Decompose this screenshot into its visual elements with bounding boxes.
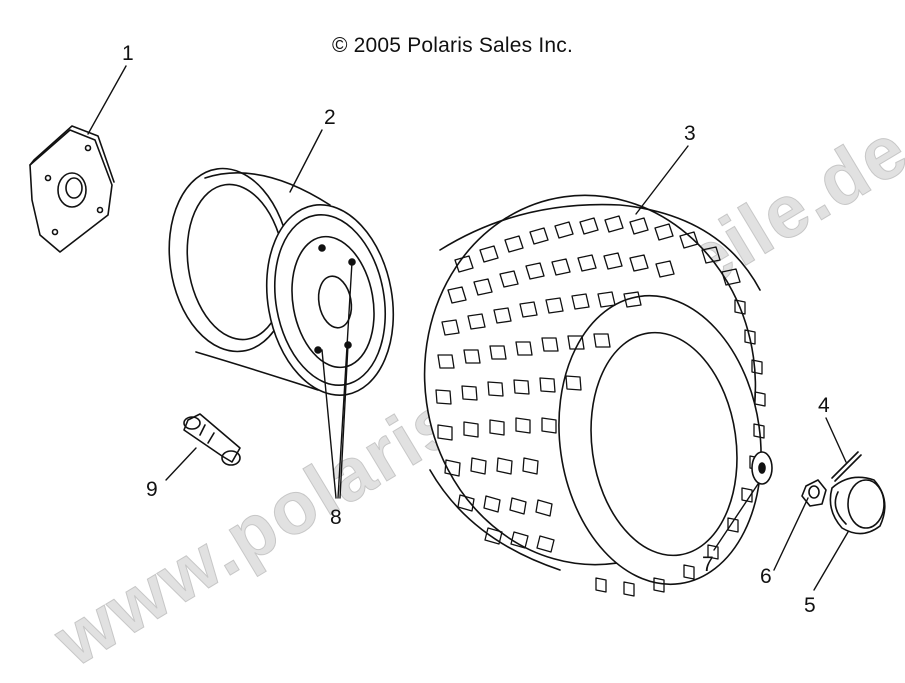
copyright-notice: © 2005 Polaris Sales Inc. xyxy=(331,34,574,57)
callout-8: 8 xyxy=(330,506,342,529)
callout-3: 3 xyxy=(684,122,696,145)
leader-lines xyxy=(87,65,849,591)
washer-part-7 xyxy=(751,451,773,485)
callout-1: 1 xyxy=(122,42,134,65)
callout-2: 2 xyxy=(324,106,336,129)
callout-6: 6 xyxy=(760,565,772,588)
hub-plate-part-1 xyxy=(29,125,115,253)
callout-5: 5 xyxy=(804,594,816,617)
tire-part-3 xyxy=(423,194,766,597)
callout-7: 7 xyxy=(702,553,714,576)
wheel-rim-part-2 xyxy=(168,167,395,396)
cotter-pin-part-4 xyxy=(831,451,862,482)
callout-9: 9 xyxy=(146,478,158,501)
exploded-view-drawing xyxy=(29,65,886,597)
hub-cap-part-5 xyxy=(829,476,886,535)
callout-4: 4 xyxy=(818,394,830,417)
parts-diagram: www.polaris-ersatzteile.de © 2005 Polari… xyxy=(29,34,905,683)
valve-stem-part-9 xyxy=(183,413,241,466)
